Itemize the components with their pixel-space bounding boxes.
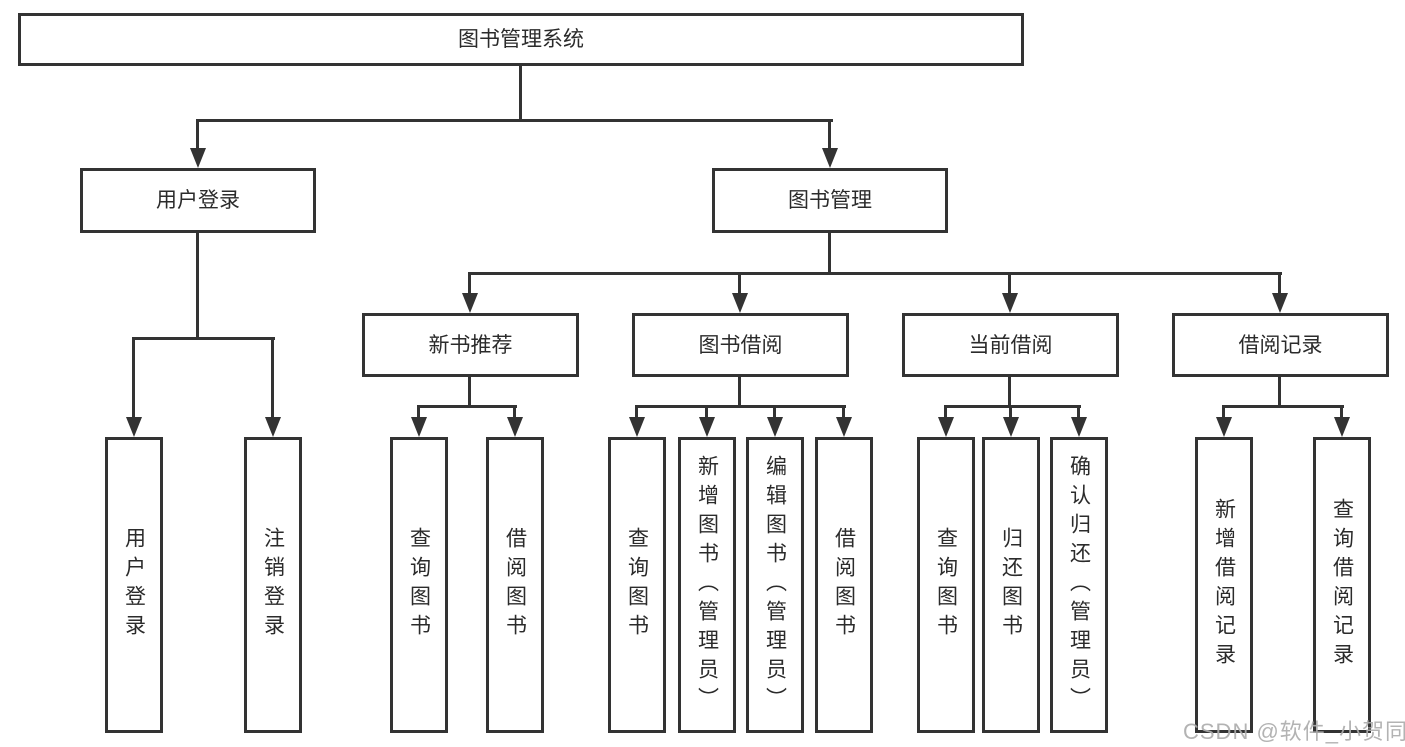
- connector-l3-drop: [1278, 272, 1281, 297]
- node-label: 图书管理: [788, 189, 872, 212]
- connector-root-branch: [196, 119, 833, 122]
- connector-management-branch: [469, 272, 1282, 275]
- connector-leaf-drop: [944, 405, 947, 421]
- leaf-label: 借阅图书: [503, 527, 527, 643]
- arrowhead-to-book-borrowing: [732, 293, 748, 313]
- connector-management-drop: [828, 119, 831, 150]
- connector-l3-drop: [1008, 272, 1011, 297]
- node-library-management-system: 图书管理系统: [18, 13, 1024, 66]
- arrowhead-to-leaf: [767, 417, 783, 437]
- connector-leaf-drop: [635, 405, 638, 421]
- leaf-query-books-recommend: 查询图书: [390, 437, 448, 733]
- leaf-label: 查询借阅记录: [1330, 498, 1354, 672]
- node-label: 用户登录: [156, 189, 240, 212]
- connector-current-branch: [944, 405, 1081, 408]
- connector-leaf-drop: [271, 337, 274, 420]
- arrowhead-to-leaf: [1216, 417, 1232, 437]
- leaf-query-borrow-record: 查询借阅记录: [1313, 437, 1371, 733]
- connector-l3-drop: [468, 272, 471, 297]
- arrowhead-to-book-management: [822, 148, 838, 168]
- leaf-query-books-current: 查询图书: [917, 437, 975, 733]
- node-label: 借阅记录: [1238, 333, 1323, 357]
- connector-login-branch: [132, 337, 275, 340]
- csdn-watermark: CSDN @软件_小贺同学: [1183, 719, 1405, 744]
- connector-login-stem: [196, 233, 199, 339]
- leaf-add-borrow-record: 新增借阅记录: [1195, 437, 1253, 733]
- node-label: 新书推荐: [428, 333, 513, 357]
- arrowhead-to-leaf: [265, 417, 281, 437]
- node-borrowing-records: 借阅记录: [1172, 313, 1389, 377]
- leaf-query-books-borrowing: 查询图书: [608, 437, 666, 733]
- leaf-label: 编辑图书（管理员）: [763, 454, 787, 716]
- connector-l3-stem: [1008, 377, 1011, 407]
- connector-leaf-drop: [1009, 405, 1012, 421]
- node-label: 图书借阅: [698, 333, 783, 357]
- arrowhead-to-leaf: [1003, 417, 1019, 437]
- connector-l3-drop: [738, 272, 741, 297]
- leaf-label: 查询图书: [934, 527, 958, 643]
- leaf-logout: 注销登录: [244, 437, 302, 733]
- node-label: 当前借阅: [968, 333, 1053, 357]
- node-user-login: 用户登录: [80, 168, 316, 233]
- leaf-label: 注销登录: [261, 527, 285, 643]
- arrowhead-to-user-login: [190, 148, 206, 168]
- leaf-add-books-admin: 新增图书（管理员）: [678, 437, 736, 733]
- connector-leaf-drop: [513, 405, 516, 421]
- leaf-return-books: 归还图书: [982, 437, 1040, 733]
- connector-borrowing-branch: [635, 405, 846, 408]
- connector-root-stem: [519, 66, 522, 122]
- connector-leaf-drop: [417, 405, 420, 421]
- node-book-borrowing: 图书借阅: [632, 313, 849, 377]
- arrowhead-to-leaf: [1071, 417, 1087, 437]
- leaf-borrow-books-recommend: 借阅图书: [486, 437, 544, 733]
- connector-management-stem: [828, 233, 831, 274]
- leaf-label: 新增图书（管理员）: [695, 454, 719, 716]
- arrowhead-to-leaf: [126, 417, 142, 437]
- connector-leaf-drop: [132, 337, 135, 420]
- leaf-label: 借阅图书: [832, 527, 856, 643]
- arrowhead-to-leaf: [836, 417, 852, 437]
- arrowhead-to-leaf: [938, 417, 954, 437]
- leaf-user-login: 用户登录: [105, 437, 163, 733]
- connector-l3-stem: [738, 377, 741, 407]
- leaf-label: 新增借阅记录: [1212, 498, 1236, 672]
- connector-l3-stem: [468, 377, 471, 407]
- connector-leaf-drop: [842, 405, 845, 421]
- leaf-label: 用户登录: [122, 527, 146, 643]
- connector-leaf-drop: [705, 405, 708, 421]
- arrowhead-to-new-book: [462, 293, 478, 313]
- node-new-book-recommendation: 新书推荐: [362, 313, 579, 377]
- connector-records-branch: [1222, 405, 1344, 408]
- node-current-borrowing: 当前借阅: [902, 313, 1119, 377]
- leaf-label: 归还图书: [999, 527, 1023, 643]
- connector-login-drop: [196, 119, 199, 150]
- connector-recommend-branch: [417, 405, 517, 408]
- connector-l3-stem: [1278, 377, 1281, 407]
- leaf-borrow-books-borrowing: 借阅图书: [815, 437, 873, 733]
- arrowhead-to-leaf: [411, 417, 427, 437]
- leaf-label: 查询图书: [625, 527, 649, 643]
- node-book-management: 图书管理: [712, 168, 948, 233]
- arrowhead-to-current-borrowing: [1002, 293, 1018, 313]
- arrowhead-to-leaf: [1334, 417, 1350, 437]
- connector-leaf-drop: [1222, 405, 1225, 421]
- arrowhead-to-leaf: [507, 417, 523, 437]
- arrowhead-to-borrowing-records: [1272, 293, 1288, 313]
- connector-leaf-drop: [1340, 405, 1343, 421]
- arrowhead-to-leaf: [629, 417, 645, 437]
- arrowhead-to-leaf: [699, 417, 715, 437]
- leaf-label: 查询图书: [407, 527, 431, 643]
- connector-leaf-drop: [1077, 405, 1080, 421]
- leaf-edit-books-admin: 编辑图书（管理员）: [746, 437, 804, 733]
- connector-leaf-drop: [773, 405, 776, 421]
- leaf-label: 确认归还（管理员）: [1067, 454, 1091, 716]
- leaf-confirm-return-admin: 确认归还（管理员）: [1050, 437, 1108, 733]
- node-label: 图书管理系统: [458, 28, 584, 51]
